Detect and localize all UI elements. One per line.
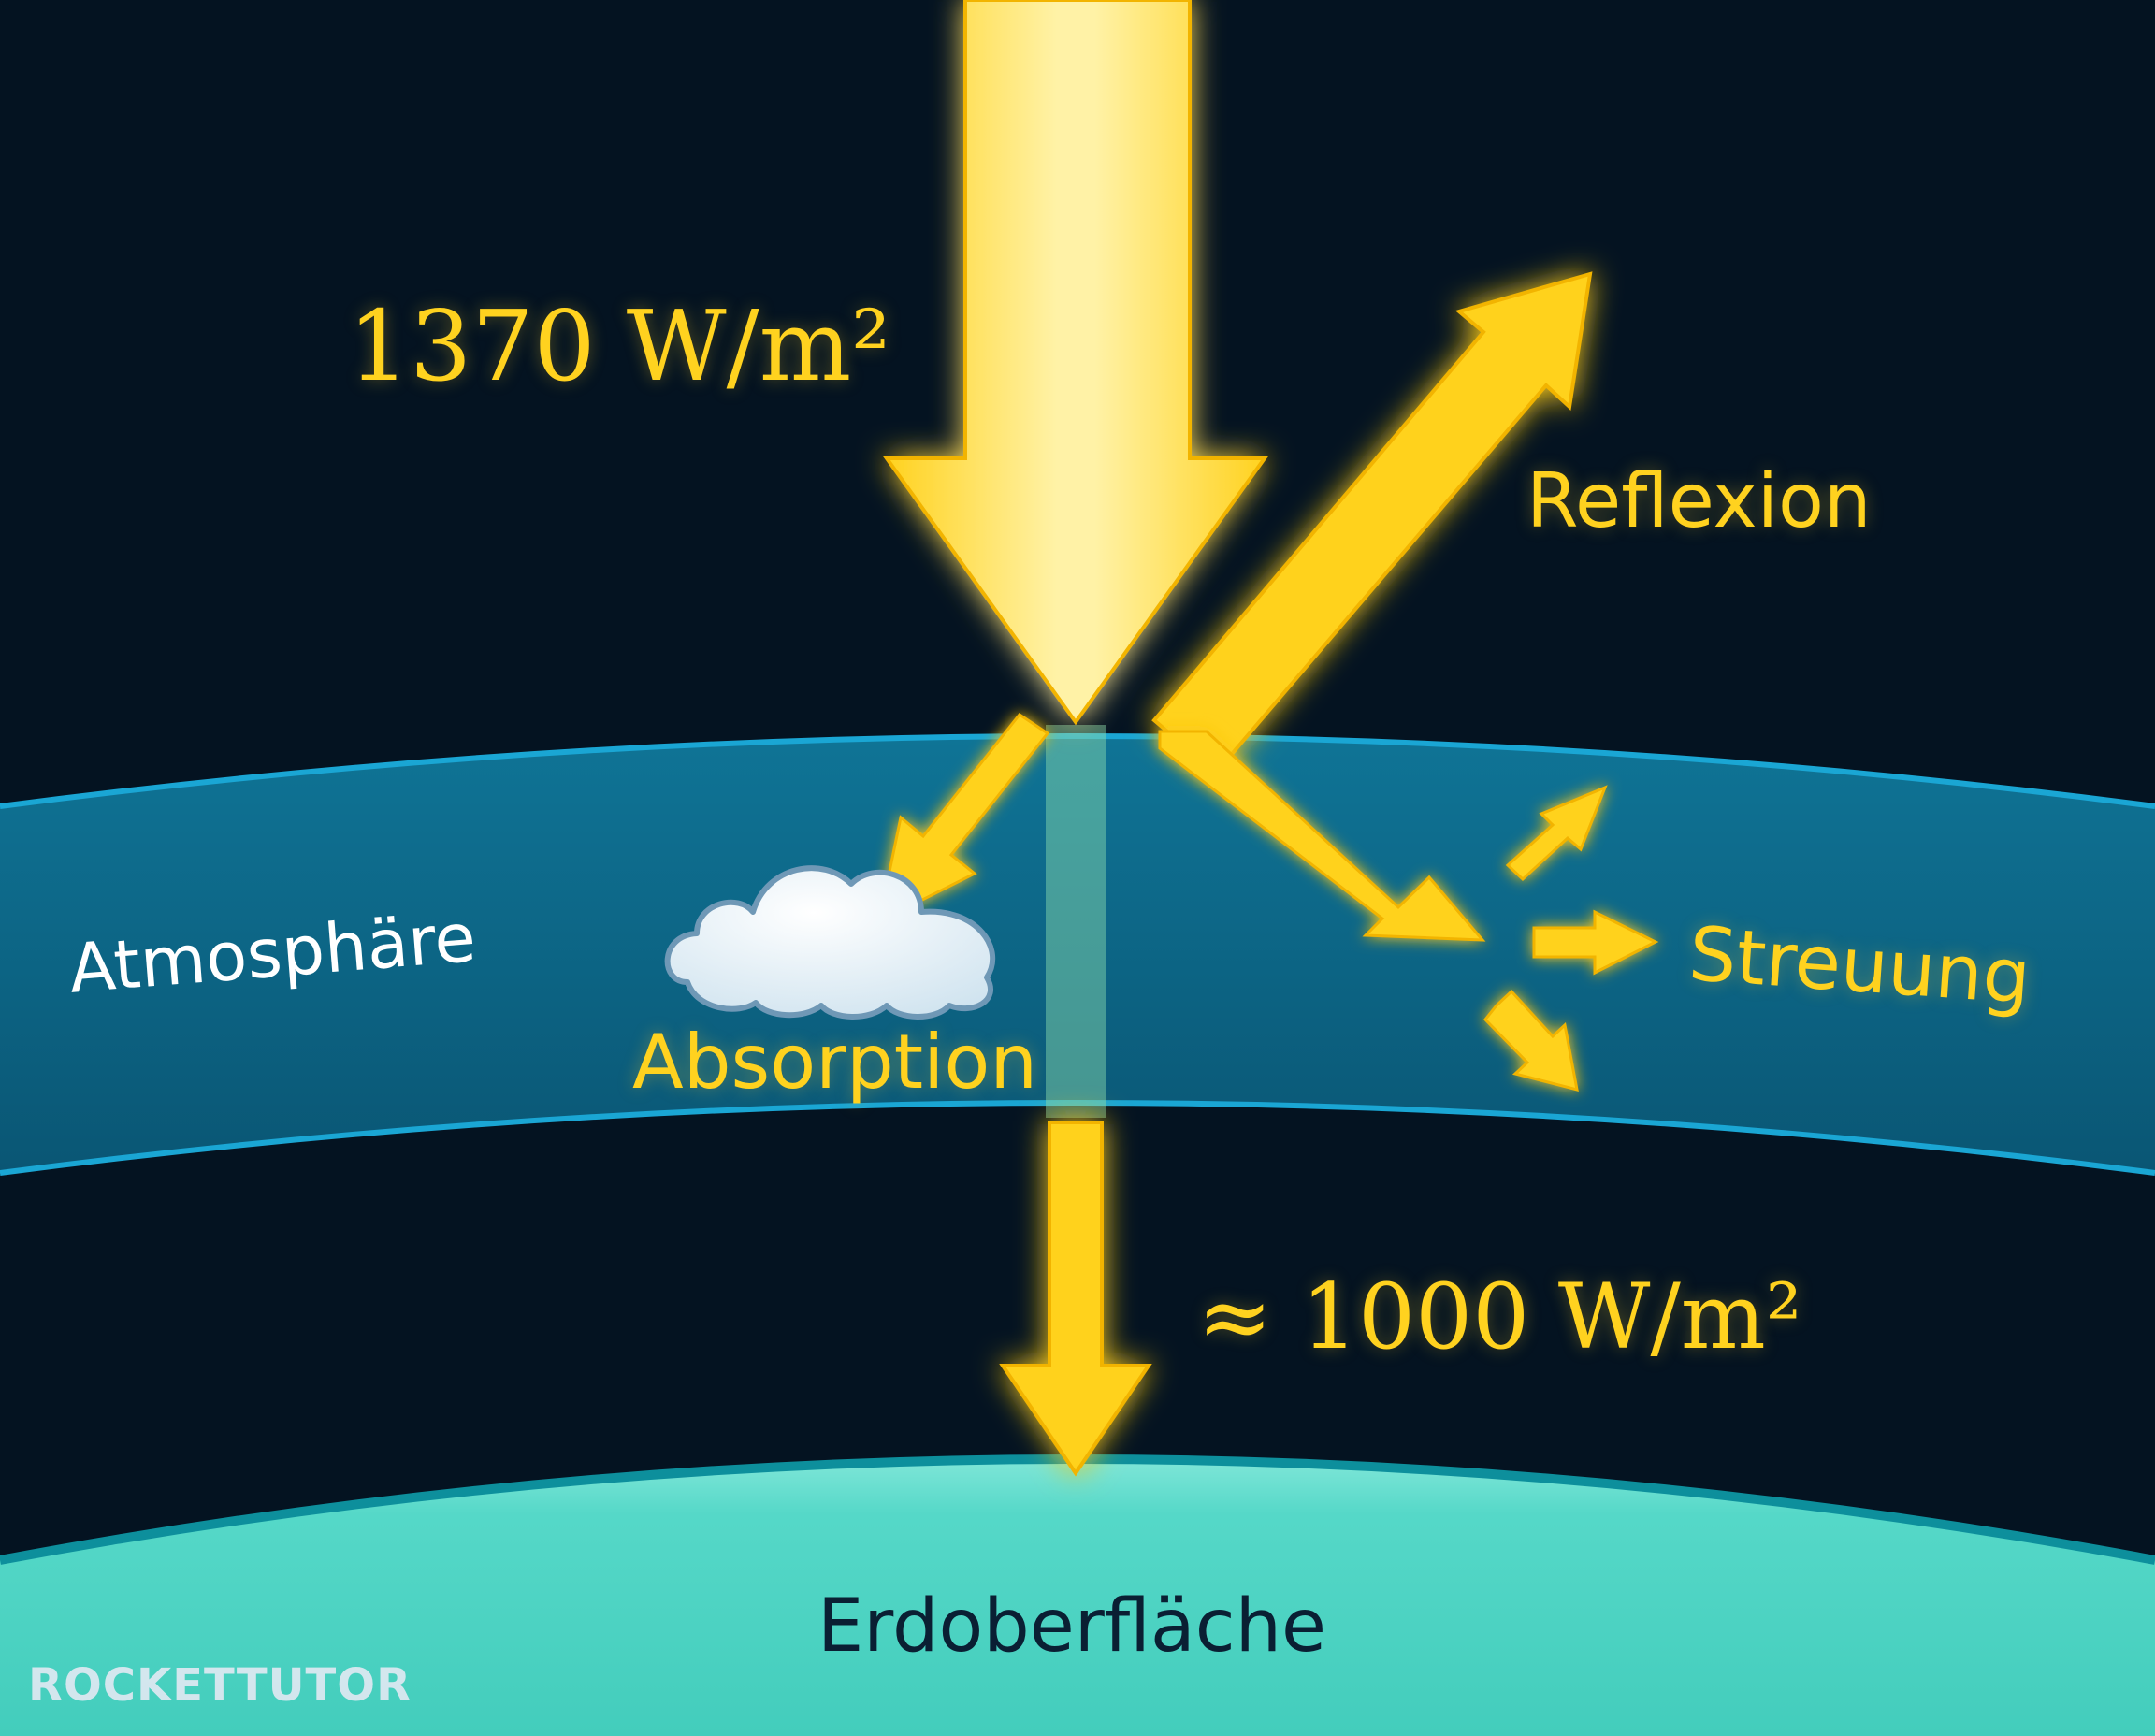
atmosphere-bottom-edge (0, 1100, 2155, 1176)
cloud-icon (664, 865, 996, 1020)
reflection-label: Reflexion (1526, 457, 1872, 544)
absorption-arrow (876, 712, 1050, 924)
scattering-arrows (1158, 730, 1659, 1092)
rockettutor-logo: ROCKETTUTOR (28, 1659, 412, 1712)
scatter-arrow-down (1482, 989, 1579, 1092)
ground-flux-label: ≈ 1000 W/m² (1197, 1265, 1802, 1369)
atmosphere-top-edge (0, 733, 2155, 809)
scatter-arrow-main (1158, 730, 1486, 942)
scatter-arrow-right (1532, 909, 1659, 976)
transmitted-beam-translucent (1046, 725, 1106, 1118)
incoming-sunlight-arrow (883, 0, 1268, 726)
reflection-arrow (1151, 271, 1593, 775)
scattering-label: Streuung (1685, 910, 2033, 1021)
atmosphere-band (0, 736, 2155, 1173)
incoming-flux-label: 1370 W/m² (348, 289, 890, 403)
scatter-arrow-up (1505, 785, 1608, 882)
earth-surface (0, 1459, 2155, 1736)
earth-surface-label: Erdoberfläche (817, 1584, 1327, 1669)
absorption-label: Absorption (632, 1019, 1038, 1106)
transmitted-arrow (999, 1121, 1152, 1477)
